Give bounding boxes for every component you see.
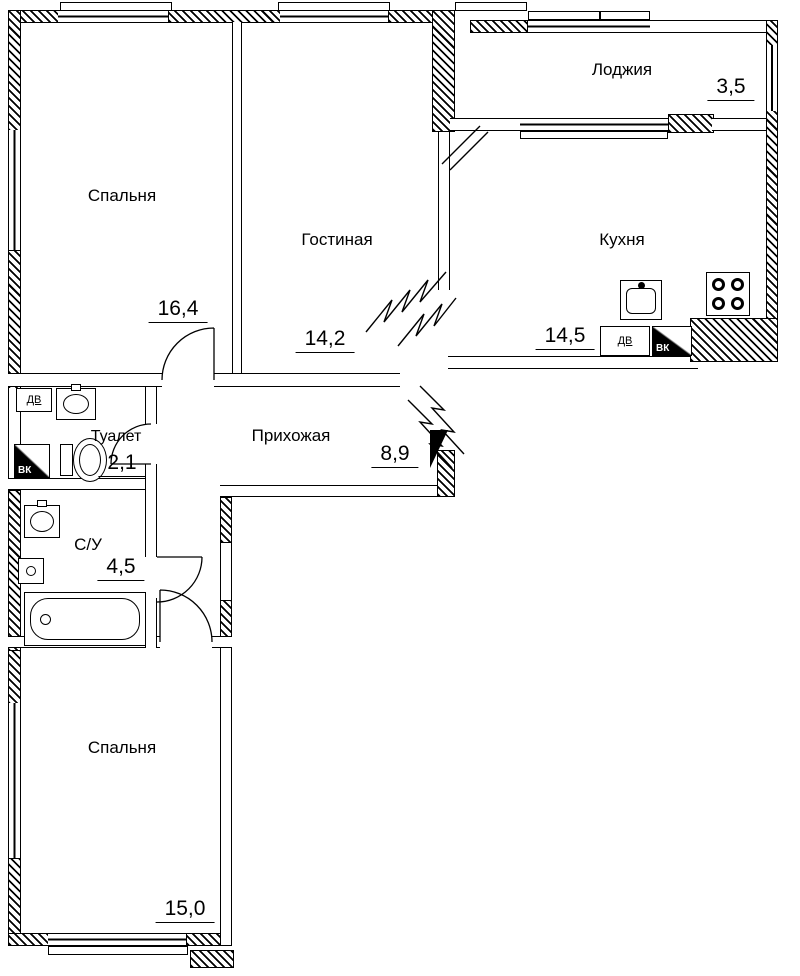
room-area-bedroom-top: 16,4 — [148, 297, 208, 323]
room-label-kitchen: Кухня — [599, 230, 645, 249]
dv-marker-label: ДВ — [26, 394, 42, 406]
window — [766, 45, 778, 111]
window-frame — [60, 2, 172, 11]
dv-marker-box: ДВ — [600, 326, 650, 356]
vk-marker-label: ВК — [656, 343, 670, 354]
dv-marker-label: ДВ — [617, 335, 633, 347]
wall-hatched — [8, 650, 21, 705]
room-area-loggia: 3,5 — [707, 75, 755, 101]
wall-segment — [145, 464, 157, 490]
room-area-kitchen: 14,5 — [535, 324, 595, 350]
window — [48, 933, 188, 946]
wall-segment — [220, 497, 232, 945]
wall-segment — [650, 20, 766, 33]
room-label-hallway: Прихожая — [251, 426, 331, 445]
wall-segment — [8, 373, 162, 387]
toilet-icon — [60, 438, 108, 482]
door-swing-bathroom — [156, 556, 203, 603]
window — [8, 130, 21, 252]
wall-segment — [712, 118, 766, 131]
wall-segment — [145, 490, 157, 557]
window — [520, 118, 668, 131]
stove-icon — [706, 272, 750, 316]
room-label-toilet: Туалет — [90, 428, 142, 445]
door-swing-bedroom-top — [161, 327, 215, 381]
room-label-bedroom-bottom: Спальня — [87, 738, 157, 757]
wall-segment — [212, 636, 232, 648]
wall-segment — [214, 373, 400, 387]
wall-hatched — [8, 10, 21, 132]
wall-hatched — [432, 10, 455, 132]
wall-hatched — [437, 450, 455, 497]
window-frame — [600, 11, 650, 20]
room-area-living: 14,2 — [295, 327, 355, 353]
vk-marker-box: ВК — [14, 444, 50, 478]
room-area-hallway: 8,9 — [371, 442, 419, 468]
room-label-loggia: Лоджия — [591, 60, 653, 79]
wall-hatched — [668, 114, 714, 133]
wall-hatched — [8, 933, 52, 946]
wall-hatched — [690, 318, 778, 362]
window — [528, 20, 600, 33]
wall-break-zigzag — [397, 297, 457, 347]
wall-hatched — [8, 250, 21, 390]
wall-segment — [232, 22, 242, 373]
wall-segment — [438, 132, 450, 290]
window-frame — [520, 131, 668, 139]
wall-hatched — [168, 10, 282, 23]
room-area-bedroom-bottom: 15,0 — [155, 897, 215, 923]
bathtub-icon — [24, 592, 146, 646]
window-frame — [48, 946, 188, 955]
window — [58, 10, 170, 23]
wall-hatched — [220, 497, 232, 543]
window-frame — [528, 11, 600, 20]
wall-segment — [145, 598, 157, 648]
cabinet-icon — [18, 558, 44, 584]
wall-break-zigzag — [419, 385, 465, 455]
vk-marker-label: ВК — [18, 465, 32, 476]
door-swing-bedroom-bottom — [159, 589, 213, 643]
room-label-living: Гостиная — [301, 230, 373, 249]
window-frame — [278, 2, 390, 11]
window — [8, 703, 21, 860]
window-frame — [455, 2, 527, 11]
wall-segment — [450, 118, 520, 131]
vk-marker-box: ВК — [652, 326, 692, 356]
wall-segment — [448, 356, 698, 369]
dv-marker-box: ДВ — [16, 388, 52, 412]
washbasin-icon — [24, 500, 60, 538]
wall-hatched — [190, 950, 234, 968]
room-area-bathroom: 4,5 — [97, 555, 145, 581]
sink-icon — [56, 384, 96, 420]
room-label-bathroom: С/У — [74, 535, 102, 554]
wall-hatched — [470, 20, 528, 33]
window — [280, 10, 390, 23]
wall-segment — [220, 485, 455, 497]
room-label-bedroom-top: Спальня — [87, 186, 157, 205]
window — [600, 20, 652, 33]
wall-break-zigzag — [365, 271, 447, 333]
room-area-toilet: 2,1 — [98, 451, 146, 477]
kitchen-sink-icon — [620, 280, 662, 320]
